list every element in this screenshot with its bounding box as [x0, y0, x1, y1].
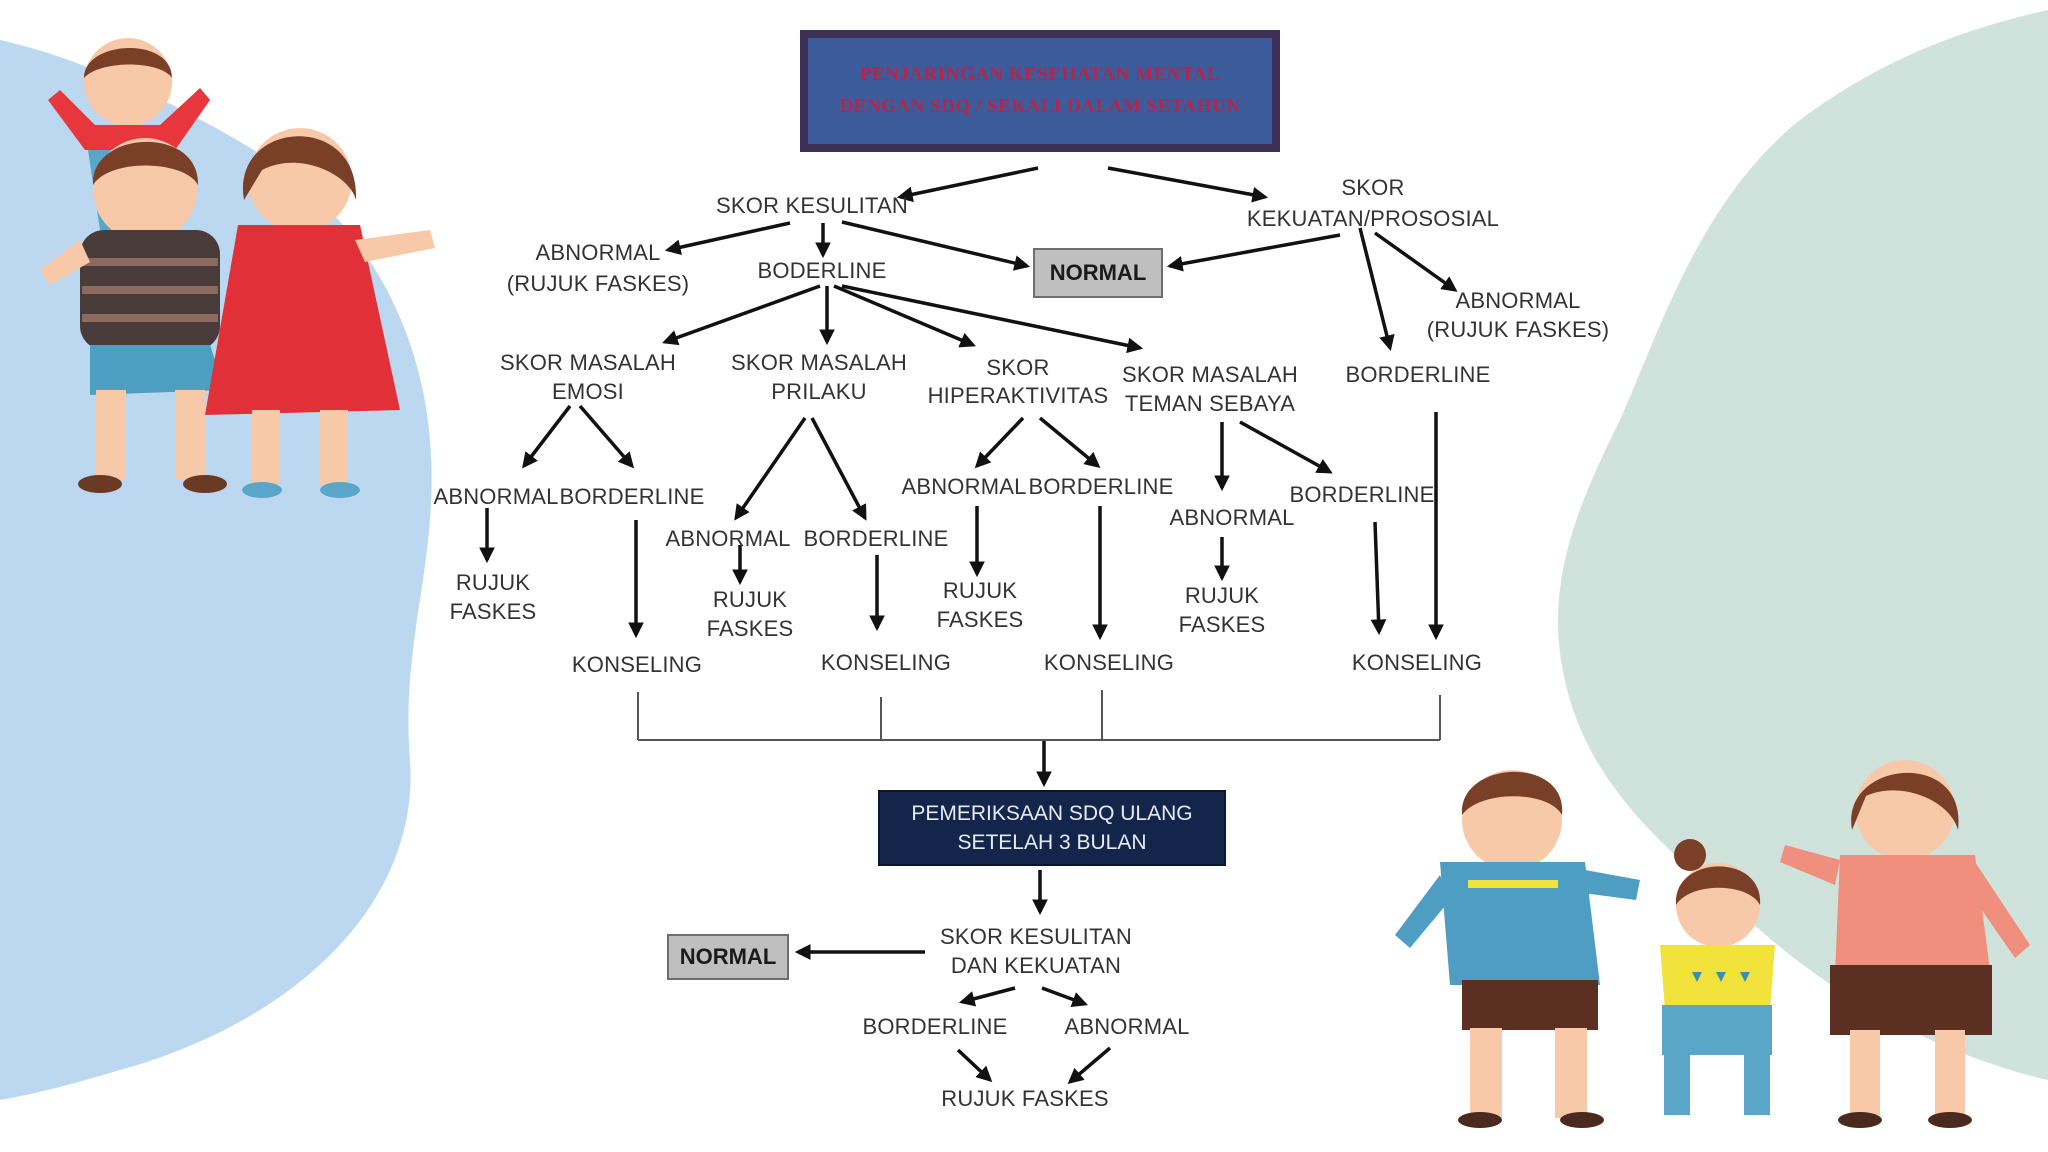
teman-sebaya-label-2: TEMAN SEBAYA [1124, 391, 1296, 416]
title-box: PENJARINGAN KESEHATAN MENTAL DENGAN SDQ … [800, 30, 1280, 152]
re-examination-line-2: SETELAH 3 BULAN [957, 831, 1147, 854]
hiperaktivitas-label-1: SKOR [986, 355, 1050, 380]
faskes-label-teman: FASKES [1178, 612, 1266, 637]
faskes-label-prilaku: FASKES [706, 616, 794, 641]
rujuk-label-emosi: RUJUK [455, 570, 531, 595]
skor-kesulitan-kekuatan-label-1: SKOR KESULITAN [940, 924, 1132, 949]
konseling-label-prilaku: KONSELING [820, 650, 952, 675]
teman-abnormal-label: ABNORMAL [1169, 505, 1295, 530]
skor-kesulitan-label: SKOR KESULITAN [716, 193, 908, 218]
rujuk-faskes-bottom-label: RUJUK FASKES [941, 1086, 1109, 1111]
boderline-label: BODERLINE [757, 258, 887, 283]
skor-kekuatan-label-1: SKOR [1341, 175, 1405, 200]
prilaku-label-1: SKOR MASALAH [730, 350, 908, 375]
teman-sebaya-label-1: SKOR MASALAH [1121, 362, 1299, 387]
normal-box-bottom: NORMAL [667, 934, 789, 980]
faskes-label-emosi: FASKES [449, 599, 537, 624]
borderline-bottom-label: BORDERLINE [862, 1014, 1008, 1039]
rujuk-label-teman: RUJUK [1184, 583, 1260, 608]
emosi-label-2: EMOSI [552, 379, 624, 404]
re-examination-line-1: PEMERIKSAAN SDQ ULANG [911, 802, 1193, 825]
abnormal-left-label-2: (RUJUK FASKES) [506, 271, 690, 296]
rujuk-label-hiperaktivitas: RUJUK [942, 578, 1018, 603]
prilaku-label-2: PRILAKU [771, 379, 867, 404]
skor-kesulitan-kekuatan-label-2: DAN KEKUATAN [950, 953, 1122, 978]
emosi-label-1: SKOR MASALAH [499, 350, 677, 375]
family-illustration-bottom-right [1395, 760, 2030, 1128]
prilaku-abnormal-label: ABNORMAL [665, 526, 791, 551]
abnormal-right-label-1: ABNORMAL [1455, 288, 1581, 313]
merge-bracket [637, 690, 1441, 741]
hiperaktivitas-label-2: HIPERAKTIVITAS [927, 383, 1109, 408]
normal-box-top: NORMAL [1033, 248, 1163, 298]
prilaku-borderline-label: BORDERLINE [803, 526, 949, 551]
konseling-label-right: KONSELING [1351, 650, 1483, 675]
abnormal-right-label-2: (RUJUK FASKES) [1426, 317, 1610, 342]
faskes-label-hiperaktivitas: FASKES [936, 607, 1024, 632]
hiperaktivitas-borderline-label: BORDERLINE [1028, 474, 1174, 499]
konseling-label-hiperaktivitas: KONSELING [1043, 650, 1175, 675]
title-line-1: PENJARINGAN KESEHATAN MENTAL [859, 64, 1221, 85]
emosi-abnormal-label: ABNORMAL [433, 484, 559, 509]
konseling-label-emosi: KONSELING [571, 652, 703, 677]
abnormal-bottom-label: ABNORMAL [1064, 1014, 1190, 1039]
borderline-right-label: BORDERLINE [1345, 362, 1491, 387]
skor-kekuatan-label-2: KEKUATAN/PROSOSIAL [1246, 206, 1500, 231]
hiperaktivitas-abnormal-label: ABNORMAL [901, 474, 1027, 499]
title-line-2: DENGAN SDQ / SEKALI DALAM SETAHUN [839, 96, 1241, 117]
rujuk-label-prilaku: RUJUK [712, 587, 788, 612]
teman-borderline-label: BORDERLINE [1289, 482, 1435, 507]
emosi-borderline-label: BORDERLINE [559, 484, 705, 509]
family-illustration-top-left [40, 38, 435, 498]
re-examination-box: PEMERIKSAAN SDQ ULANG SETELAH 3 BULAN [878, 790, 1226, 866]
abnormal-left-label-1: ABNORMAL [535, 240, 661, 265]
